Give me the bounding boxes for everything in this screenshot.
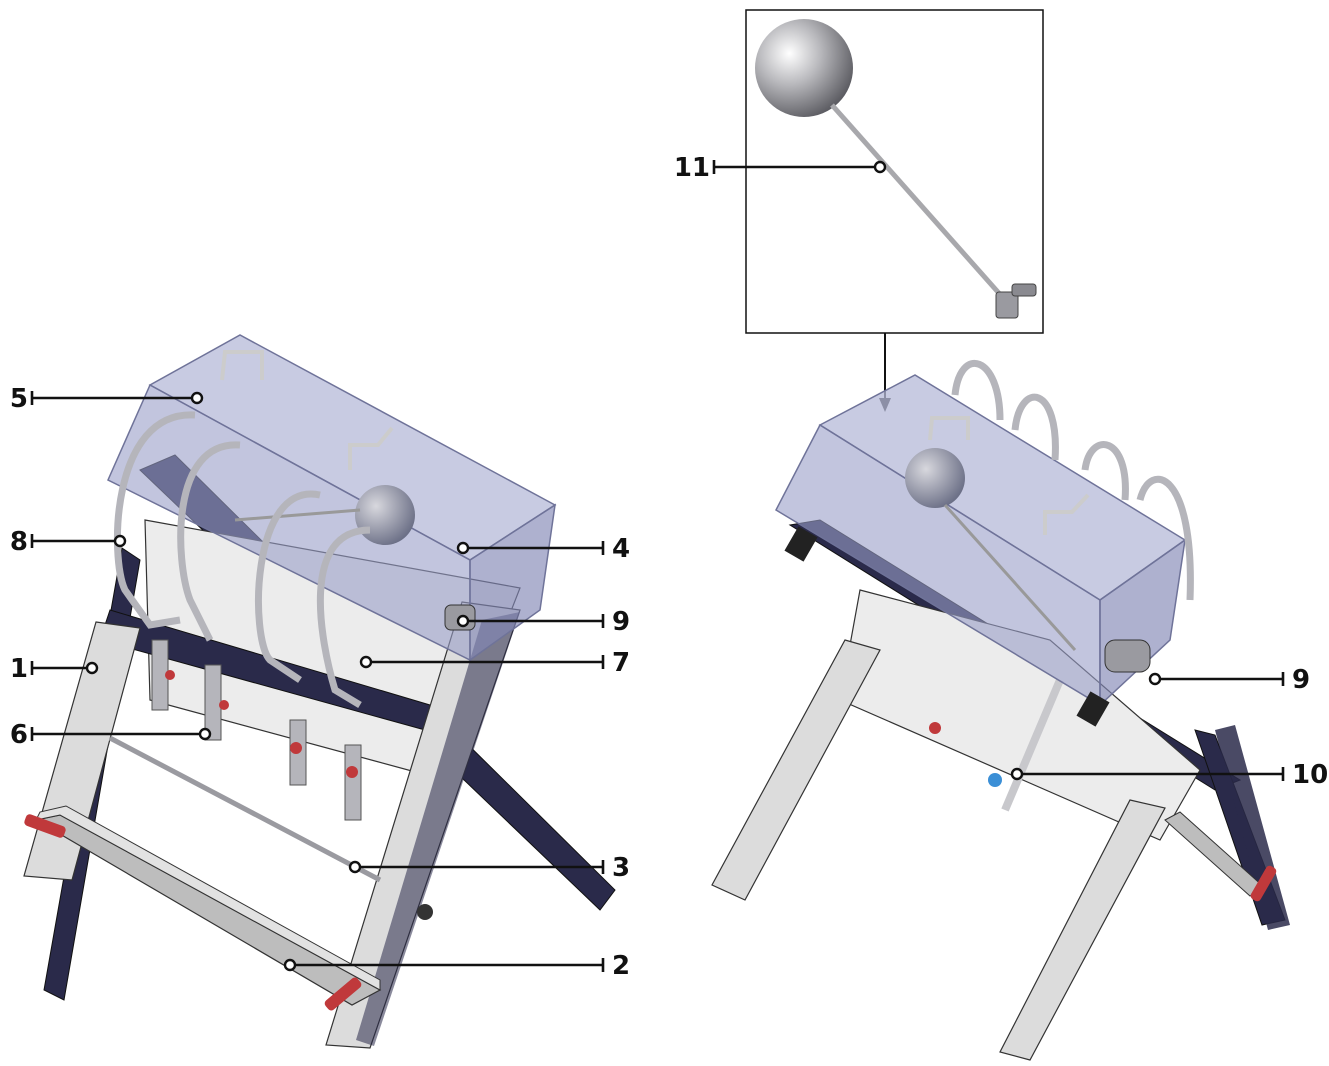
left-clamp-bottom — [324, 977, 362, 1011]
callout-dot-11 — [873, 160, 887, 174]
detail-float-rod — [830, 103, 1007, 302]
callout-label-8: 8 — [10, 527, 28, 557]
callout-label-1: 1 — [10, 654, 28, 684]
left-front-leg-right-dark — [356, 612, 520, 1046]
right-siphon-3 — [1081, 441, 1129, 501]
callout-9b: 9 — [1148, 665, 1310, 695]
left-bottom-crossbar — [34, 814, 382, 1006]
right-tank-handle-1 — [928, 416, 970, 441]
callout-label-2: 2 — [612, 951, 630, 981]
callout-11: 11 — [674, 153, 887, 183]
callout-4: 4 — [456, 534, 630, 564]
right-drain-valve — [988, 773, 1002, 787]
callout-dot-9b — [1148, 672, 1162, 686]
callout-label-9b: 9 — [1292, 665, 1310, 695]
callouts-layer: 5 8 1 6 4 9 7 3 2 11 9 10 — [10, 153, 1328, 981]
callout-dot-4 — [456, 541, 470, 555]
left-siphon-1 — [113, 411, 196, 629]
detail-valve-fitting — [995, 283, 1037, 319]
callout-label-4: 4 — [612, 534, 630, 564]
right-assembly — [711, 9, 1290, 1061]
left-siphon-2 — [177, 441, 241, 642]
callout-dot-10 — [1010, 767, 1024, 781]
callout-2: 2 — [283, 951, 630, 981]
right-siphon-4 — [1136, 475, 1194, 601]
right-float-rod — [943, 503, 1077, 652]
callout-9a: 9 — [456, 607, 630, 637]
left-siphon-3 — [254, 490, 321, 683]
callout-10: 10 — [1010, 760, 1328, 790]
right-inlet-valve — [1104, 639, 1151, 673]
right-endcap-2 — [1076, 691, 1110, 727]
left-valves — [151, 639, 362, 821]
callout-dot-2 — [283, 958, 297, 972]
left-bottom-crossbar-top — [35, 805, 381, 991]
left-assembly — [23, 334, 616, 1049]
right-front-leg-dark — [1215, 725, 1290, 930]
callout-6: 6 — [10, 720, 212, 750]
callout-dot-6 — [198, 727, 212, 741]
callout-label-7: 7 — [612, 648, 630, 678]
right-endcap-1 — [784, 526, 818, 562]
right-siphon-2 — [1011, 393, 1059, 461]
callout-1: 1 — [10, 654, 99, 684]
callout-dot-9a — [456, 614, 470, 628]
detail-float-ball — [755, 19, 853, 117]
callout-3: 3 — [348, 853, 630, 883]
callout-5: 5 — [10, 384, 204, 414]
right-clamp — [1250, 865, 1277, 902]
callout-dot-7 — [359, 655, 373, 669]
left-tank-handle-1 — [220, 350, 264, 381]
callout-dot-1 — [85, 661, 99, 675]
callout-label-11: 11 — [674, 153, 710, 183]
left-siphon-4 — [316, 526, 371, 709]
left-float-ball — [355, 485, 415, 545]
callout-8: 8 — [10, 527, 127, 557]
callout-dot-3 — [348, 860, 362, 874]
right-front-leg-left — [711, 639, 881, 901]
left-float-rod — [234, 508, 361, 522]
callout-label-3: 3 — [612, 853, 630, 883]
right-siphon-1 — [951, 360, 1004, 421]
right-tank-handle-2 — [1043, 493, 1090, 535]
right-float-ball — [905, 448, 965, 508]
left-knob — [417, 904, 433, 920]
callout-dot-8 — [113, 534, 127, 548]
callout-label-10: 10 — [1292, 760, 1328, 790]
right-front-leg-right — [999, 799, 1166, 1061]
callout-label-6: 6 — [10, 720, 28, 750]
callout-label-5: 5 — [10, 384, 28, 414]
callout-label-9a: 9 — [612, 607, 630, 637]
left-clamp-top — [24, 814, 66, 838]
left-rod — [108, 735, 382, 883]
right-red-knob — [929, 722, 941, 734]
left-tank-handle-2 — [348, 426, 394, 470]
right-drain-pipe — [1001, 678, 1064, 812]
callout-dot-5 — [190, 391, 204, 405]
callout-7: 7 — [359, 648, 630, 678]
